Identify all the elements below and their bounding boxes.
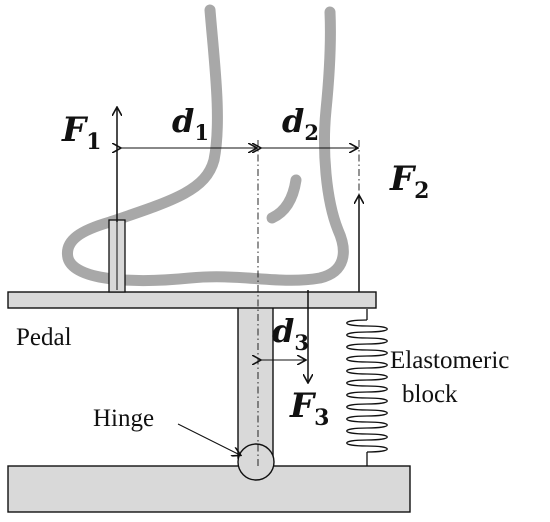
label-hinge: Hinge [93,405,154,432]
hinge-leader [177,423,240,455]
label-d1: d1 [172,102,209,145]
label-f1: F1 [61,110,101,155]
label-d3: d3 [272,312,309,355]
label-elastomeric: Elastomeric [390,347,509,374]
label-f2: F2 [389,159,429,204]
hinge-post [237,306,274,459]
foot-outline [61,4,349,286]
label-d2: d2 [282,102,319,145]
base-plate [7,465,411,513]
elastomeric-spring [346,309,388,466]
label-pedal: Pedal [16,324,72,351]
label-f3: F3 [289,386,329,431]
label-block: block [402,381,458,408]
hinge-joint [237,443,275,481]
pedal-plate [7,291,377,309]
